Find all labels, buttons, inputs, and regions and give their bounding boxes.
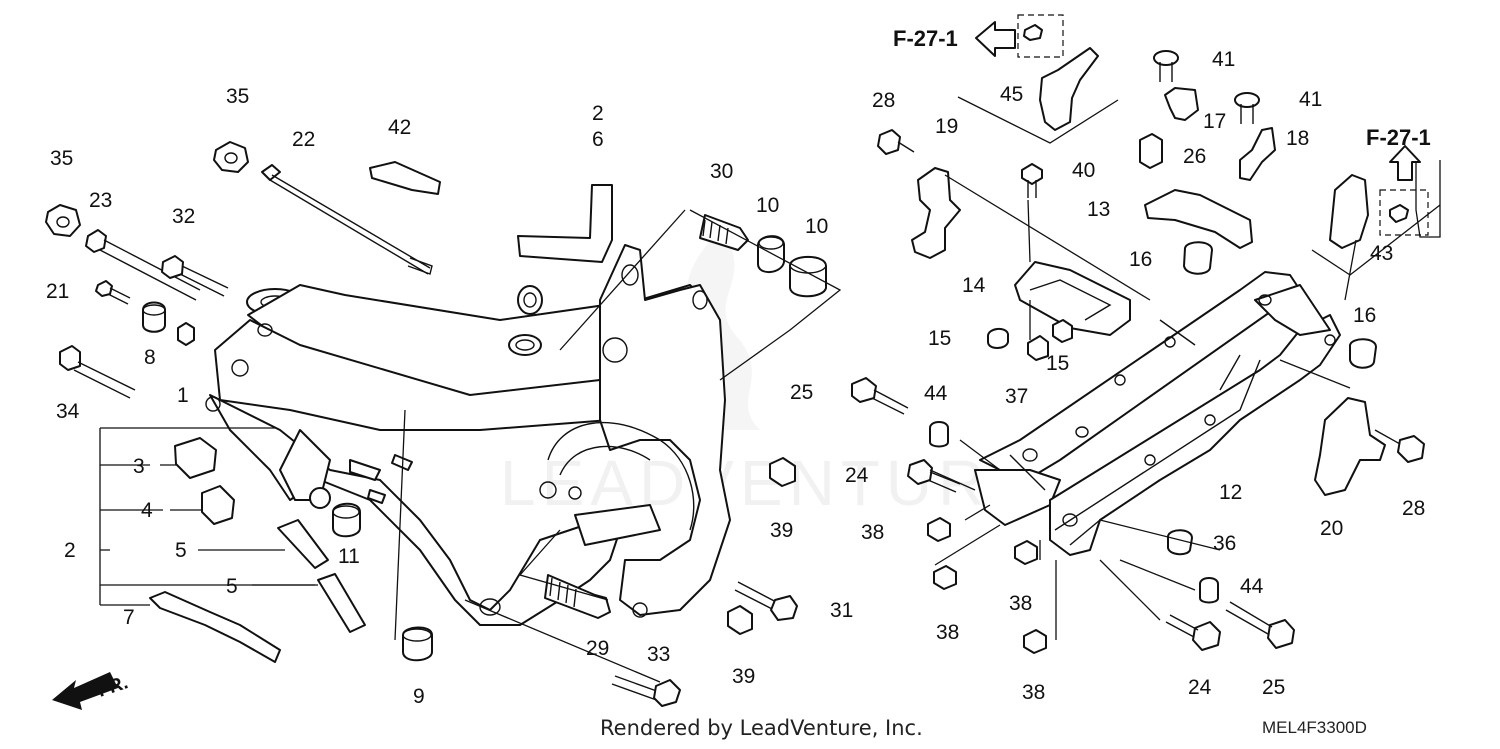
callout: 35 (226, 85, 249, 108)
callout: 8 (144, 346, 156, 369)
reference-label-top: F-27-1 (893, 26, 958, 51)
leader-lines (99, 96, 1441, 683)
callout: 10 (805, 215, 828, 238)
callout: 9 (413, 685, 425, 708)
callout: 24 (1188, 676, 1212, 699)
callout: 24 (845, 464, 869, 487)
callout: 6 (592, 128, 604, 151)
diagram-code: MEL4F3300D (1262, 718, 1367, 737)
callout: 25 (790, 381, 813, 404)
callout: 30 (710, 160, 733, 183)
callout: 29 (586, 637, 609, 660)
callout: 12 (1219, 481, 1242, 504)
callout: 23 (89, 189, 112, 212)
callout: 22 (292, 128, 315, 151)
callouts: 35 35 23 32 21 8 1 34 22 42 2 6 30 10 10… (46, 48, 1425, 708)
callout: 5 (175, 539, 187, 562)
callout: 5 (226, 575, 238, 598)
callout: 16 (1129, 248, 1152, 271)
callout: 7 (123, 606, 135, 629)
callout: 44 (924, 382, 948, 405)
left-small-parts (45, 141, 827, 710)
callout: 37 (1005, 385, 1028, 408)
callout: 13 (1087, 198, 1110, 221)
callout: 28 (1402, 497, 1425, 520)
callout: 38 (1009, 592, 1032, 615)
callout: 19 (935, 115, 958, 138)
callout: 44 (1240, 575, 1264, 598)
callout: 2 (592, 102, 604, 125)
main-frame (205, 244, 731, 626)
callout: 31 (830, 599, 853, 622)
callout: 41 (1299, 88, 1322, 111)
callout: 18 (1286, 127, 1309, 150)
callout: 25 (1262, 676, 1285, 699)
callout: 45 (1000, 83, 1023, 106)
callout: 39 (770, 519, 793, 542)
callout: 38 (861, 521, 884, 544)
callout: 32 (172, 205, 195, 228)
callout: 34 (56, 400, 80, 423)
reference-label-right: F-27-1 (1366, 125, 1431, 150)
callout: 20 (1320, 517, 1343, 540)
callout: 33 (647, 643, 670, 666)
callout: 21 (46, 280, 69, 303)
callout: 10 (756, 194, 779, 217)
callout: 3 (133, 455, 145, 478)
callout: 1 (177, 384, 189, 407)
callout: 36 (1213, 532, 1236, 555)
callout: 40 (1072, 159, 1095, 182)
callout: 41 (1212, 48, 1235, 71)
callout: 15 (1046, 352, 1069, 375)
watermark-text: LEADVENTURE (500, 447, 1039, 519)
callout: 38 (1022, 681, 1045, 704)
callout: 14 (962, 274, 986, 297)
front-arrow-icon (52, 672, 118, 710)
callout: 35 (50, 147, 73, 170)
callout: 16 (1353, 304, 1376, 327)
callout: 4 (141, 499, 153, 522)
callout: 28 (872, 89, 895, 112)
callout: 42 (388, 116, 411, 139)
callout: 38 (936, 621, 959, 644)
callout: 15 (928, 327, 951, 350)
callout: 11 (338, 545, 360, 568)
callout: 17 (1203, 110, 1226, 133)
callout: 39 (732, 665, 755, 688)
callout: 43 (1370, 242, 1393, 265)
callout: 26 (1183, 145, 1206, 168)
rendered-by-credit: Rendered by LeadVenture, Inc. (600, 716, 923, 740)
callout: 2 (64, 539, 76, 562)
